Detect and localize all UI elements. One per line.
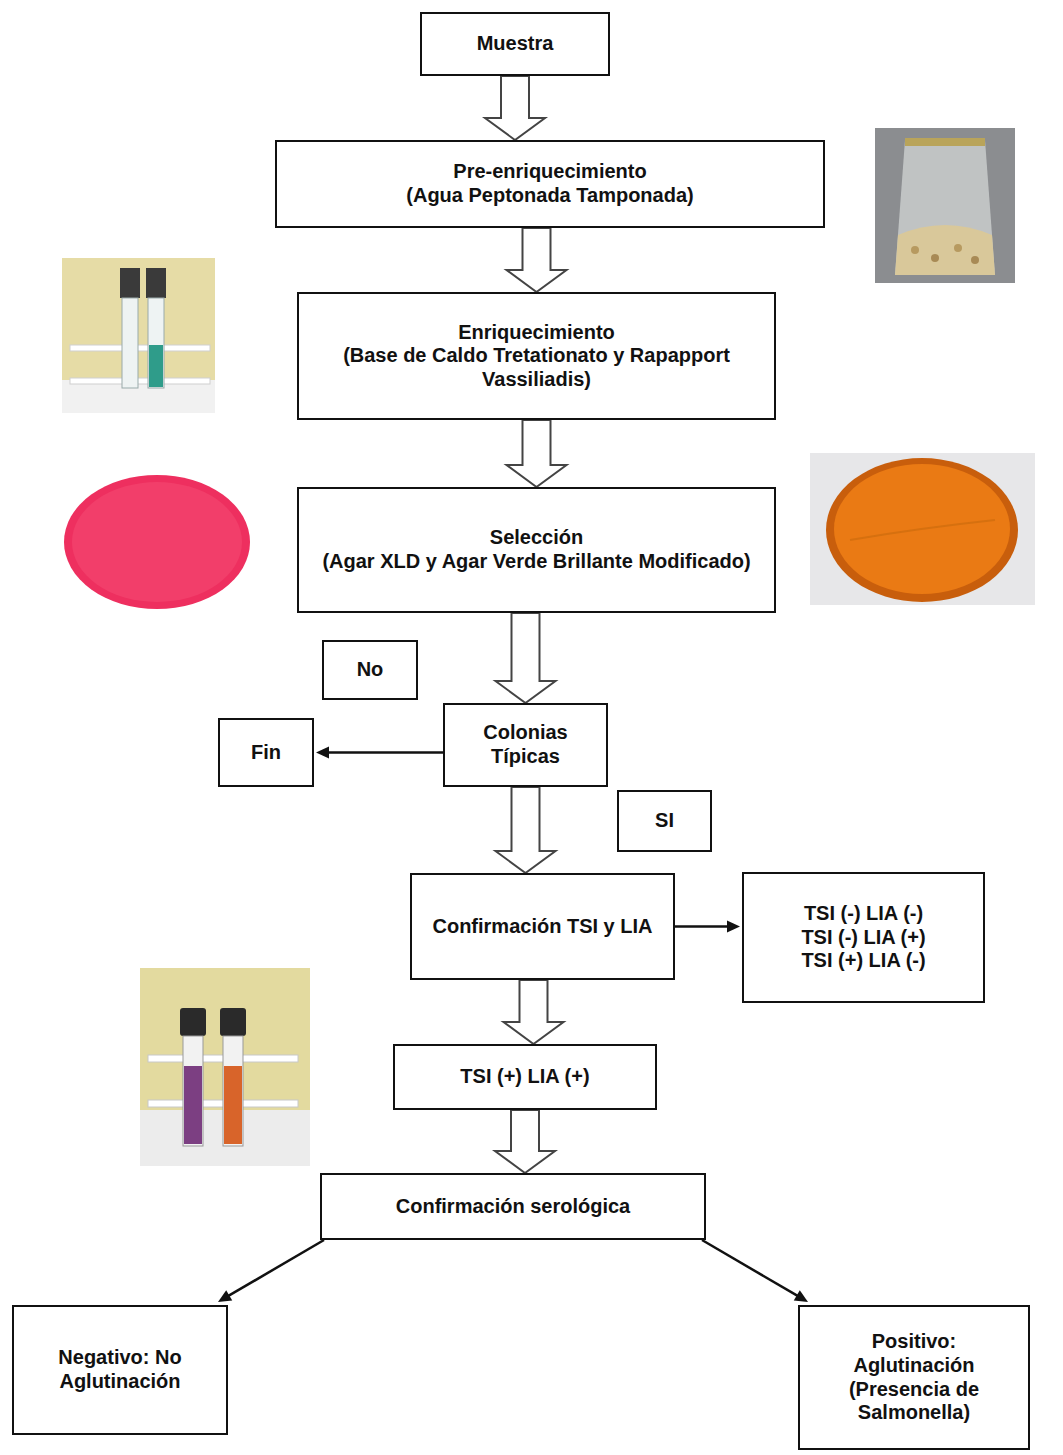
box-text: Pre-enriquecimiento <box>453 160 646 184</box>
outcome-box: Positivo: Aglutinación (Presencia de Sal… <box>798 1305 1030 1450</box>
process-box: Confirmación TSI y LIA <box>410 873 675 980</box>
process-box: Pre-enriquecimiento(Agua Peptonada Tampo… <box>275 140 825 228</box>
start-box: Muestra <box>420 12 610 76</box>
box-text: TSI (-) LIA (-) <box>804 902 923 926</box>
flow-arrow <box>218 1240 324 1302</box>
bga-plate-photo <box>810 453 1035 605</box>
tubes-photo <box>62 258 215 413</box>
process-box: Selección(Agar XLD y Agar Verde Brillant… <box>297 487 776 613</box>
box-text: Colonias Típicas <box>453 721 598 768</box>
result-box: TSI (+) LIA (+) <box>393 1044 657 1110</box>
flow-arrow <box>504 980 564 1044</box>
box-text: Positivo: Aglutinación (Presencia de Sal… <box>812 1330 1016 1424</box>
flow-arrow <box>496 613 556 703</box>
flow-arrow <box>485 76 545 140</box>
xld-plate-photo <box>64 475 250 609</box>
bag-photo <box>875 128 1015 283</box>
box-text: SI <box>655 809 674 833</box>
box-text: TSI (+) LIA (+) <box>460 1065 589 1089</box>
box-text: No <box>357 658 384 682</box>
result-list-box: TSI (-) LIA (-)TSI (-) LIA (+)TSI (+) LI… <box>742 872 985 1003</box>
box-text: Muestra <box>477 32 554 56</box>
flow-arrow <box>702 1240 808 1302</box>
outcome-box: Negativo: No Aglutinación <box>12 1305 228 1435</box>
end-box: Fin <box>218 718 314 787</box>
box-text: Enriquecimiento <box>458 321 615 345</box>
flow-arrow <box>675 921 740 933</box>
box-text: Fin <box>251 741 281 765</box>
flow-arrow <box>507 228 567 292</box>
tsi-lia-tubes-photo <box>140 968 310 1166</box>
box-text: (Agar XLD y Agar Verde Brillante Modific… <box>322 550 750 574</box>
box-text: (Agua Peptonada Tamponada) <box>406 184 693 208</box>
box-text: Confirmación serológica <box>396 1195 631 1219</box>
branch-label-box: No <box>322 640 418 700</box>
box-text: TSI (-) LIA (+) <box>801 926 925 950</box>
decision-box: Colonias Típicas <box>443 703 608 787</box>
box-text: TSI (+) LIA (-) <box>801 949 925 973</box>
branch-label-box: SI <box>617 790 712 852</box>
box-text: Negativo: No Aglutinación <box>50 1346 190 1393</box>
process-box: Enriquecimiento(Base de Caldo Tretationa… <box>297 292 776 420</box>
flow-arrow <box>316 747 443 759</box>
flow-arrow <box>496 787 556 873</box>
box-text: (Base de Caldo Tretationato y Rapapport … <box>307 344 766 391</box>
box-text: Confirmación TSI y LIA <box>432 915 652 939</box>
box-text: Selección <box>490 526 583 550</box>
flow-arrow <box>507 420 567 487</box>
process-box: Confirmación serológica <box>320 1173 706 1240</box>
flow-arrow <box>495 1110 555 1173</box>
